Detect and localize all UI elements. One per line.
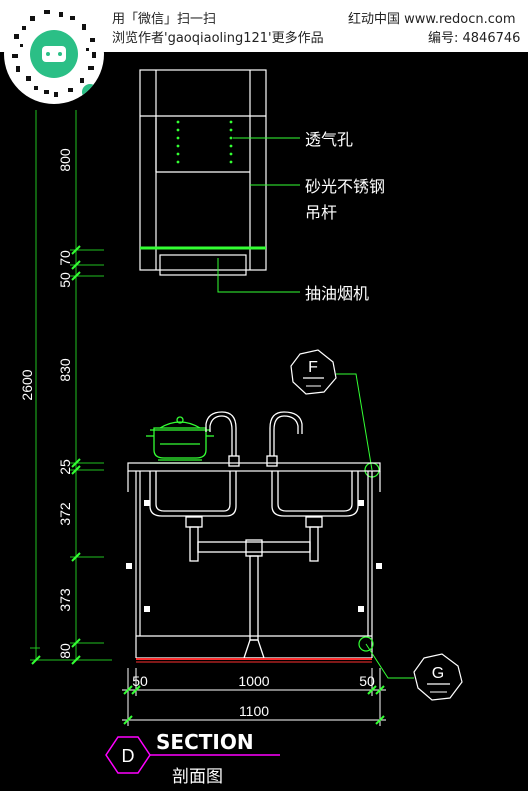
callout-vent: 透气孔: [305, 130, 353, 149]
dim-width-left: 50: [132, 673, 148, 689]
dim-800: 800: [57, 148, 73, 172]
cooking-pot: [146, 416, 214, 464]
dim-372: 372: [57, 502, 73, 526]
marker-f-label: F: [308, 359, 318, 376]
dim-70: 70: [57, 250, 73, 266]
vertical-dimension-lines: [30, 110, 112, 661]
horizontal-dimension-lines: [122, 668, 386, 726]
dim-width-right: 50: [359, 673, 375, 689]
dim-80: 80: [57, 643, 73, 659]
range-hood: [139, 69, 267, 276]
dim-width-mid: 1000: [238, 673, 269, 689]
section-title-block: D SECTION 剖面图: [105, 730, 280, 787]
callout-rod-line2: 吊杆: [305, 203, 337, 222]
marker-g-label: G: [432, 665, 444, 682]
marker-g-leader: [365, 643, 414, 679]
marker-f-leader: [336, 373, 373, 471]
watermark-site: 红动中国 www.redocn.com: [348, 12, 516, 27]
callout-leaders: [217, 137, 300, 293]
horizontal-dimension-ticks: [123, 685, 385, 725]
watermark-id: 编号: 4846746: [428, 31, 521, 46]
cabinet-fixtures: [126, 500, 382, 612]
callout-hood: 抽油烟机: [305, 284, 369, 303]
watermark-line1: 用「微信」扫一扫: [112, 12, 217, 27]
detail-marker-f: F: [290, 349, 337, 395]
callout-rod-line1: 砂光不锈钢: [305, 177, 385, 196]
qr-code: [4, 4, 104, 104]
vertical-dimension-ticks: [31, 245, 81, 665]
sink-bowls: [149, 471, 359, 517]
section-title: SECTION: [156, 730, 254, 754]
vent-holes: [176, 120, 233, 164]
marker-g-circle: [358, 636, 374, 652]
detail-marker-g: G: [413, 653, 463, 701]
faucet-right: [266, 411, 303, 467]
dim-373: 373: [57, 588, 73, 612]
section-subtitle: 剖面图: [172, 767, 223, 787]
drain-pipes: [185, 516, 323, 659]
dim-width-total: 1100: [239, 703, 269, 719]
dim-total-height: 2600: [19, 369, 35, 400]
dim-25: 25: [57, 459, 73, 475]
watermark-line2: 浏览作者'gaoqiaoling121'更多作品: [112, 31, 324, 46]
marker-d-label: D: [122, 746, 135, 766]
faucet-left: [205, 411, 240, 467]
title-hexagon: [105, 736, 151, 774]
dim-50: 50: [57, 272, 73, 288]
dim-830: 830: [57, 358, 73, 382]
cabinet: [127, 462, 381, 659]
